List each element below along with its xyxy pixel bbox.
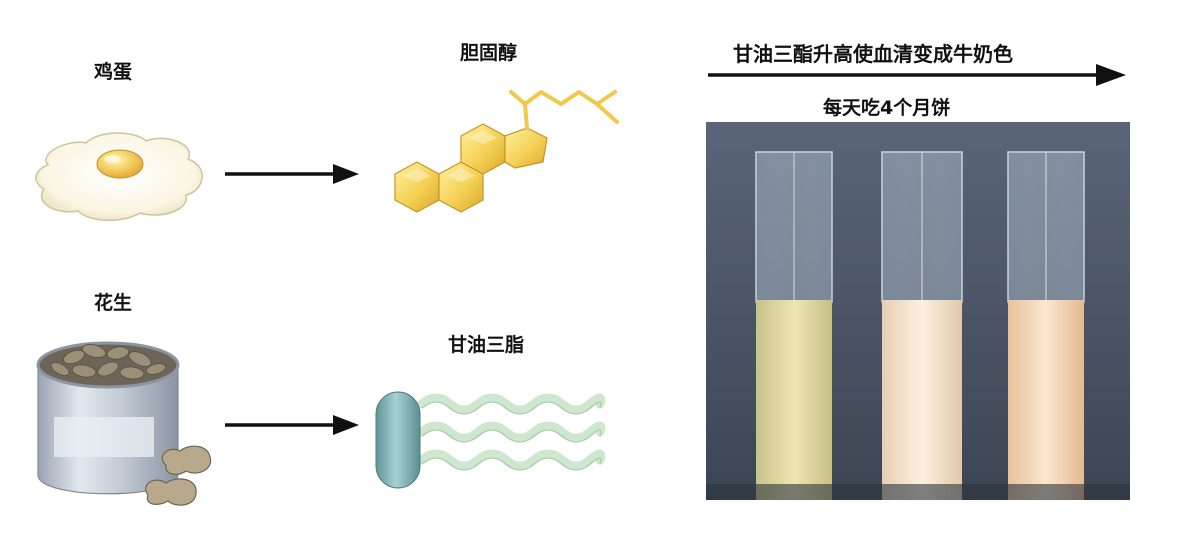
serum-test-tubes-photo <box>706 122 1130 500</box>
lipid-molecule-icon <box>375 391 606 489</box>
cholesterol-label: 胆固醇 <box>460 42 518 64</box>
arrow-peanut-to-triglyceride <box>225 415 359 435</box>
mooncake-dose-label: 每天吃4个月饼 <box>823 97 951 119</box>
arrow-egg-to-cholesterol <box>225 164 359 184</box>
serum-effect-label: 甘油三酯升高使血清变成牛奶色 <box>733 42 1013 66</box>
egg-label: 鸡蛋 <box>94 61 133 83</box>
serum-progression-arrow <box>708 64 1126 86</box>
triglyceride-label: 甘油三脂 <box>448 334 525 356</box>
steroid-rings-icon <box>394 90 619 213</box>
fried-egg-icon <box>35 132 203 221</box>
peanut-can-icon <box>36 341 212 506</box>
peanut-label: 花生 <box>94 292 133 314</box>
